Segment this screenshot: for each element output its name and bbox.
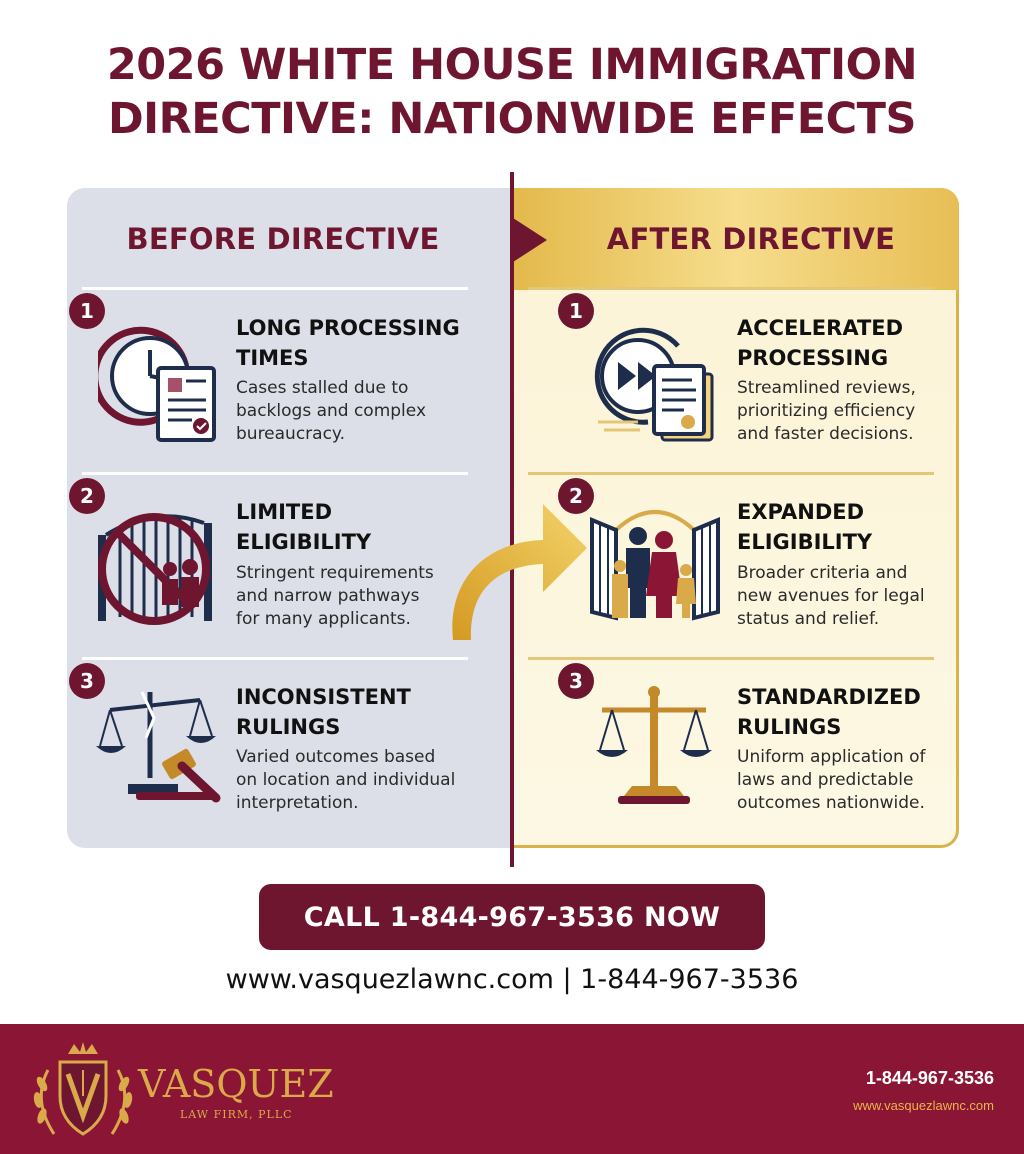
divider-line xyxy=(528,657,934,660)
item-title: LONG PROCESSING TIMES xyxy=(236,316,460,370)
after-header-band xyxy=(513,188,959,290)
center-divider xyxy=(510,172,514,867)
after-heading: AFTER DIRECTIVE xyxy=(606,222,896,256)
item-description: Streamlined reviews, prioritizing effici… xyxy=(737,378,916,444)
brand-subtitle: LAW FIRM, PLLC xyxy=(180,1108,293,1121)
item-title: INCONSISTENT RULINGS xyxy=(236,685,411,739)
item-number-badge: 2 xyxy=(558,478,594,514)
divider-line xyxy=(82,657,468,660)
broken-scales-gavel-icon xyxy=(96,691,221,803)
title-line-1: 2026 WHITE HOUSE IMMIGRATION xyxy=(106,40,918,90)
divider-line xyxy=(82,287,468,290)
footer-website-link[interactable]: www.vasquezlawnc.com xyxy=(853,1098,994,1113)
call-now-button[interactable]: CALL 1-844-967-3536 NOW xyxy=(259,884,765,950)
blocked-gate-family-icon xyxy=(98,513,212,625)
item-title: ACCELERATED PROCESSING xyxy=(737,316,904,370)
divider-line xyxy=(82,472,468,475)
page-title: 2026 WHITE HOUSE IMMIGRATION DIRECTIVE: … xyxy=(0,38,1024,146)
clock-document-icon xyxy=(98,326,216,442)
item-description: Cases stalled due to backlogs and comple… xyxy=(236,378,427,444)
fast-forward-clock-document-icon xyxy=(594,327,714,442)
item-title: LIMITED ELIGIBILITY xyxy=(236,500,372,554)
item-number-badge: 3 xyxy=(69,663,105,699)
before-heading: BEFORE DIRECTIVE xyxy=(126,222,440,256)
title-line-2: DIRECTIVE: NATIONWIDE EFFECTS xyxy=(107,94,917,144)
footer-bar xyxy=(0,1024,1024,1154)
item-number-badge: 1 xyxy=(69,293,105,329)
brand-name: VASQUEZ xyxy=(138,1062,334,1106)
balanced-scales-icon xyxy=(596,686,712,804)
item-number-badge: 3 xyxy=(558,663,594,699)
law-firm-crest-icon xyxy=(33,1042,133,1136)
item-number-badge: 1 xyxy=(558,293,594,329)
item-description: Broader criteria and new avenues for leg… xyxy=(737,563,925,629)
item-title: EXPANDED ELIGIBILITY xyxy=(737,500,873,554)
item-description: Uniform application of laws and predicta… xyxy=(737,747,926,813)
open-gate-family-icon xyxy=(590,510,720,621)
item-number-badge: 2 xyxy=(69,478,105,514)
item-description: Varied outcomes based on location and in… xyxy=(236,747,456,813)
item-description: Stringent requirements and narrow pathwa… xyxy=(236,563,434,629)
footer-phone-link[interactable]: 1-844-967-3536 xyxy=(865,1068,994,1088)
divider-arrow-icon xyxy=(513,218,547,262)
divider-line xyxy=(528,472,934,475)
contact-line[interactable]: www.vasquezlawnc.com | 1-844-967-3536 xyxy=(225,964,799,995)
item-title: STANDARDIZED RULINGS xyxy=(737,685,921,739)
transition-arrow-icon xyxy=(452,504,587,640)
divider-line xyxy=(528,287,934,290)
